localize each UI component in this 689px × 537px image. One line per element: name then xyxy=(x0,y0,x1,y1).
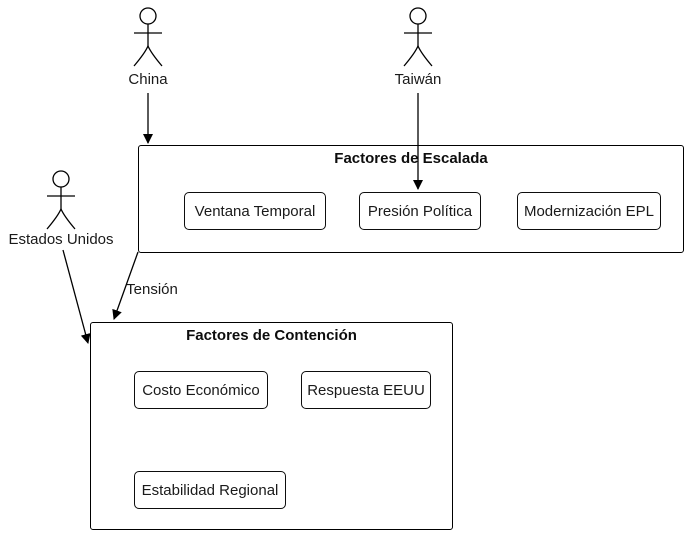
actor-china-label: China xyxy=(128,71,168,88)
edge-label-tension: Tensión xyxy=(124,281,180,298)
actor-taiwan-icon xyxy=(403,7,433,67)
arrow-estados-unidos-to-contencion xyxy=(62,249,91,344)
node-presion-politica-label: Presión Política xyxy=(367,202,473,220)
node-costo-economico-label: Costo Económico xyxy=(142,381,260,399)
actor-china-icon xyxy=(133,7,163,67)
node-costo-economico: Costo Económico xyxy=(134,371,268,409)
node-respuesta-eeuu: Respuesta EEUU xyxy=(301,371,431,409)
node-ventana-temporal: Ventana Temporal xyxy=(184,192,326,230)
actor-taiwan-label: Taiwán xyxy=(394,71,442,88)
group-contencion-title: Factores de Contención xyxy=(186,327,357,344)
group-escalada: Factores de Escalada Ventana Temporal Pr… xyxy=(138,145,684,253)
actor-estados-unidos-icon xyxy=(46,170,76,230)
group-contencion: Factores de Contención Costo Económico R… xyxy=(90,322,453,530)
node-estabilidad-regional-label: Estabilidad Regional xyxy=(141,481,279,499)
group-escalada-title: Factores de Escalada xyxy=(334,150,488,167)
node-modernizacion-epl: Modernización EPL xyxy=(517,192,661,230)
node-modernizacion-epl-label: Modernización EPL xyxy=(523,202,655,220)
node-ventana-temporal-label: Ventana Temporal xyxy=(194,202,316,220)
node-respuesta-eeuu-label: Respuesta EEUU xyxy=(307,381,425,399)
node-presion-politica: Presión Política xyxy=(359,192,481,230)
actor-estados-unidos-label: Estados Unidos xyxy=(8,231,114,248)
node-estabilidad-regional: Estabilidad Regional xyxy=(134,471,286,509)
